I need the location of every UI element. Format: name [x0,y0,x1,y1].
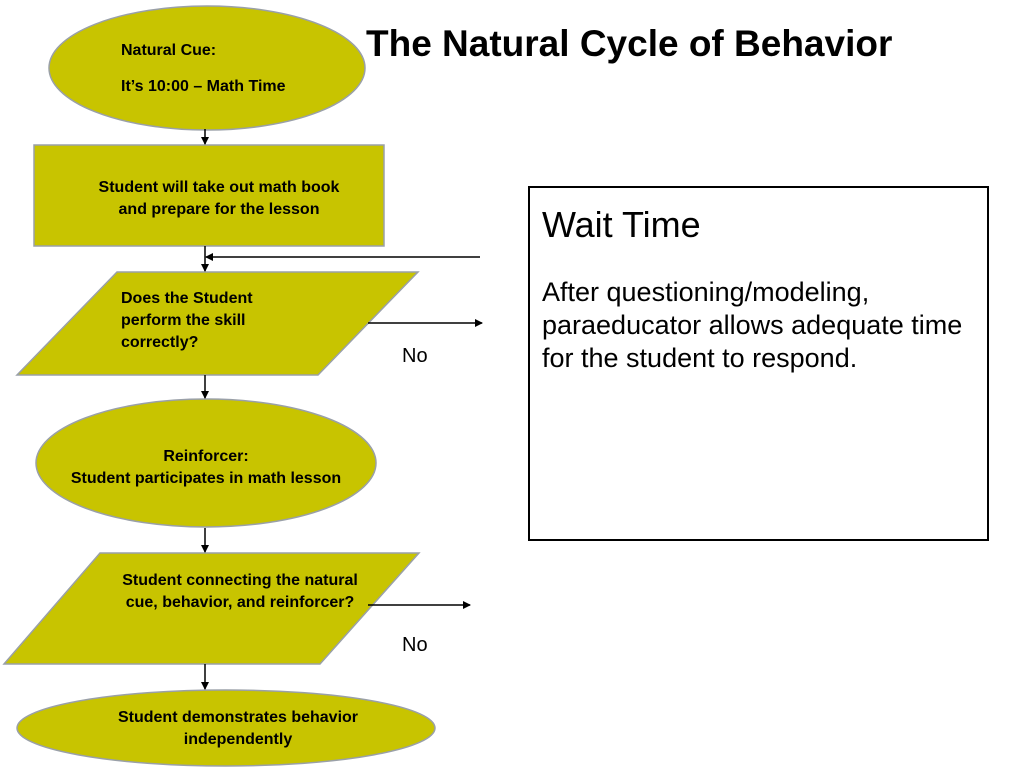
connecting-check-line-2: cue, behavior, and reinforcer? [125,594,355,611]
perform-check-text: Does the Student perform the skill corre… [121,288,341,354]
prepare-box [33,144,385,247]
independent-oval [16,689,436,767]
reinforcer-description: Student participates in math lesson [70,470,342,487]
natural-cue-oval [48,5,366,131]
independent-line-2: independently [183,731,293,748]
connecting-check-no-label: No [402,634,428,656]
perform-check-parallelogram [15,271,420,376]
perform-check-line-3: correctly? [121,334,199,351]
reinforcer-text: Reinforcer: Student participates in math… [26,446,386,490]
page-title: The Natural Cycle of Behavior [366,23,893,64]
connecting-check-text: Student connecting the natural cue, beha… [80,570,400,614]
natural-cue-time: It’s 10:00 – Math Time [121,78,286,95]
prepare-text: Student will take out math book and prep… [44,177,394,221]
reinforcer-oval [35,398,377,528]
wait-time-box: Wait Time After questioning/modeling, pa… [528,186,989,541]
independent-line-1: Student demonstrates behavior [117,709,359,726]
independent-text: Student demonstrates behavior independen… [58,707,418,751]
connecting-check-line-1: Student connecting the natural [122,572,358,589]
connecting-check-parallelogram [2,552,421,665]
natural-cue-text: Natural Cue: It’s 10:00 – Math Time [121,40,351,98]
wait-time-heading: Wait Time [542,204,701,245]
perform-check-line-1: Does the Student [121,290,253,307]
perform-check-line-2: perform the skill [121,312,246,329]
perform-check-no-label: No [402,345,428,367]
wait-time-description: After questioning/modeling, paraeducator… [542,277,963,373]
natural-cue-label: Natural Cue: [121,42,217,59]
prepare-line-1: Student will take out math book [98,179,340,196]
reinforcer-label: Reinforcer: [163,448,249,465]
prepare-line-2: and prepare for the lesson [118,201,320,218]
